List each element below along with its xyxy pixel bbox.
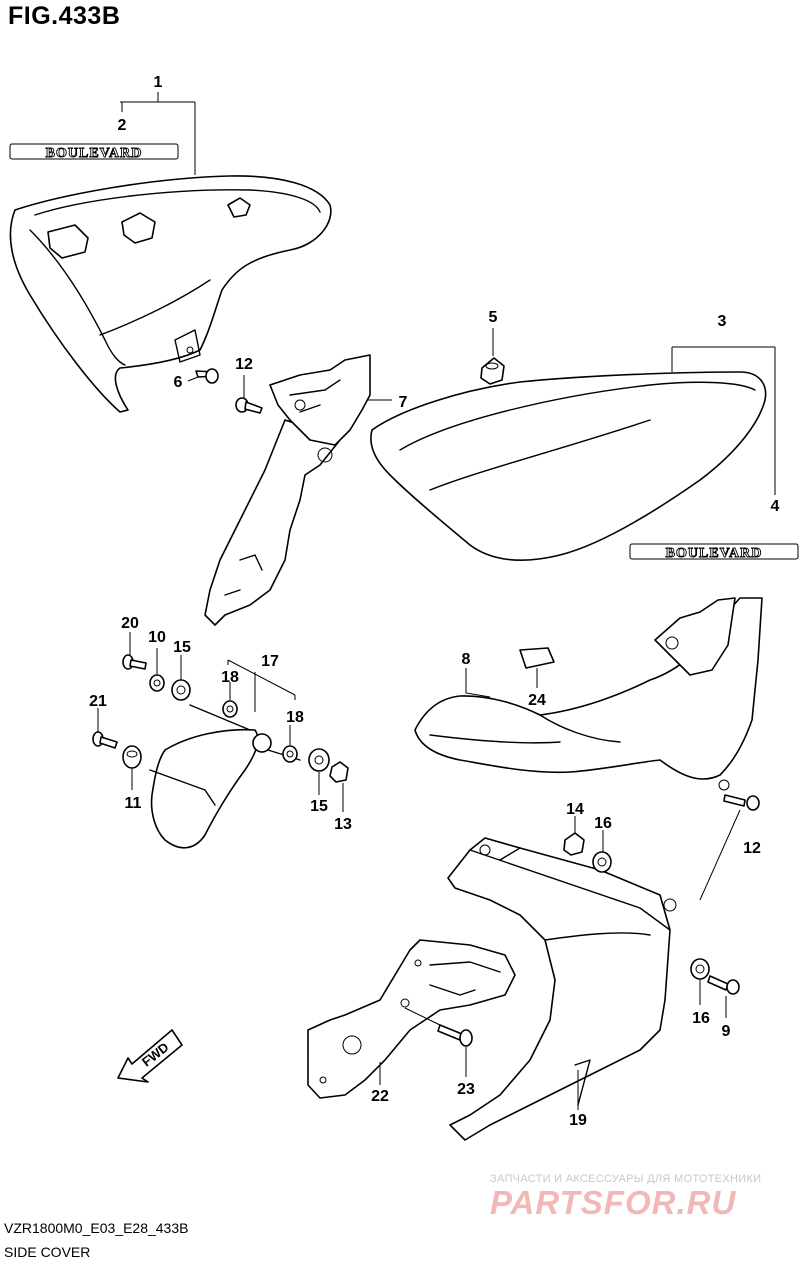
part-left-side-cover bbox=[9, 175, 332, 413]
part-cushion-11 bbox=[122, 745, 142, 769]
callout-2: 2 bbox=[118, 117, 127, 134]
emblem-text-2: BOULEVARD bbox=[666, 546, 763, 561]
callout-6: 6 bbox=[174, 374, 183, 391]
callout-12-upper: 12 bbox=[235, 356, 253, 373]
callout-17: 17 bbox=[261, 653, 279, 670]
callout-24: 24 bbox=[528, 692, 546, 709]
part-bracket-22 bbox=[307, 939, 516, 1099]
callout-leaders bbox=[97, 328, 727, 1110]
callout-15-lower: 15 bbox=[310, 798, 328, 815]
part-grommet-16-lower bbox=[690, 958, 710, 980]
part-grommet-15-upper bbox=[171, 679, 191, 701]
emblem-boulevard-2: BOULEVARD bbox=[629, 543, 799, 561]
part-washer-18-lower bbox=[282, 745, 298, 763]
callout-12-lower: 12 bbox=[743, 840, 761, 857]
callout-16-lower: 16 bbox=[692, 1010, 710, 1027]
callout-10: 10 bbox=[148, 629, 166, 646]
watermark-logo: PARTSFOR.RU bbox=[490, 1184, 737, 1221]
leader-12-lower bbox=[699, 809, 741, 901]
callout-8: 8 bbox=[462, 651, 471, 668]
part-cushion-24 bbox=[519, 647, 555, 669]
callout-19: 19 bbox=[569, 1112, 587, 1129]
callout-21: 21 bbox=[89, 693, 107, 710]
part-collar-14 bbox=[563, 832, 585, 856]
part-screw-12-upper bbox=[235, 397, 263, 414]
part-bolt-23 bbox=[437, 1024, 473, 1047]
part-bracket-19 bbox=[447, 837, 677, 1141]
callout-3: 3 bbox=[718, 313, 727, 330]
part-bolt-9 bbox=[707, 975, 740, 995]
emblem-boulevard-1: BOULEVARD bbox=[9, 143, 179, 161]
section-title: SIDE COVER bbox=[4, 1244, 91, 1260]
part-washer-10 bbox=[149, 674, 165, 692]
watermark-subtitle: ЗАПЧАСТИ И АКСЕССУАРЫ ДЛЯ МОТОТЕХНИКИ bbox=[490, 1173, 762, 1185]
callout-7: 7 bbox=[399, 394, 408, 411]
part-screw-6 bbox=[195, 368, 219, 384]
part-right-side-cover bbox=[370, 371, 767, 561]
fwd-arrow-icon: FWD bbox=[117, 1029, 183, 1083]
callout-4: 4 bbox=[771, 498, 780, 515]
figure-title: FIG.433B bbox=[8, 2, 121, 30]
part-frame-cover-8 bbox=[414, 597, 763, 791]
leader-23 bbox=[404, 1007, 441, 1026]
part-nut-5 bbox=[480, 357, 505, 385]
callout-1: 1 bbox=[154, 74, 163, 91]
leader-3 bbox=[671, 346, 776, 495]
callout-9: 9 bbox=[722, 1023, 731, 1040]
part-screw-12-lower bbox=[723, 794, 760, 811]
callout-numbers: 1 2 3 4 5 6 7 8 9 10 11 12 12 13 14 15 1… bbox=[89, 74, 779, 1129]
figure-code: VZR1800M0_E03_E28_433B bbox=[4, 1220, 189, 1236]
part-washer-18-upper bbox=[222, 700, 238, 718]
callout-20: 20 bbox=[121, 615, 139, 632]
callout-22: 22 bbox=[371, 1088, 389, 1105]
callout-18-lower: 18 bbox=[286, 709, 304, 726]
callout-18-upper: 18 bbox=[221, 669, 239, 686]
part-grommet-15-lower bbox=[308, 748, 330, 772]
callout-11: 11 bbox=[125, 795, 142, 812]
leader-1 bbox=[120, 92, 196, 175]
callout-5: 5 bbox=[489, 309, 498, 326]
callout-16-upper: 16 bbox=[594, 815, 612, 832]
part-bracket-7 bbox=[204, 354, 371, 626]
part-bolt-20 bbox=[122, 654, 147, 670]
part-collar-13 bbox=[329, 761, 349, 783]
part-bolt-21 bbox=[92, 731, 118, 749]
callout-13: 13 bbox=[334, 816, 352, 833]
callout-14: 14 bbox=[566, 801, 584, 818]
part-heat-shield-left bbox=[149, 704, 301, 849]
part-grommet-16-upper bbox=[592, 851, 612, 873]
leader-17 bbox=[227, 659, 296, 712]
callout-23: 23 bbox=[457, 1081, 475, 1098]
emblem-text-1: BOULEVARD bbox=[46, 146, 143, 161]
callout-15-upper: 15 bbox=[173, 639, 191, 656]
